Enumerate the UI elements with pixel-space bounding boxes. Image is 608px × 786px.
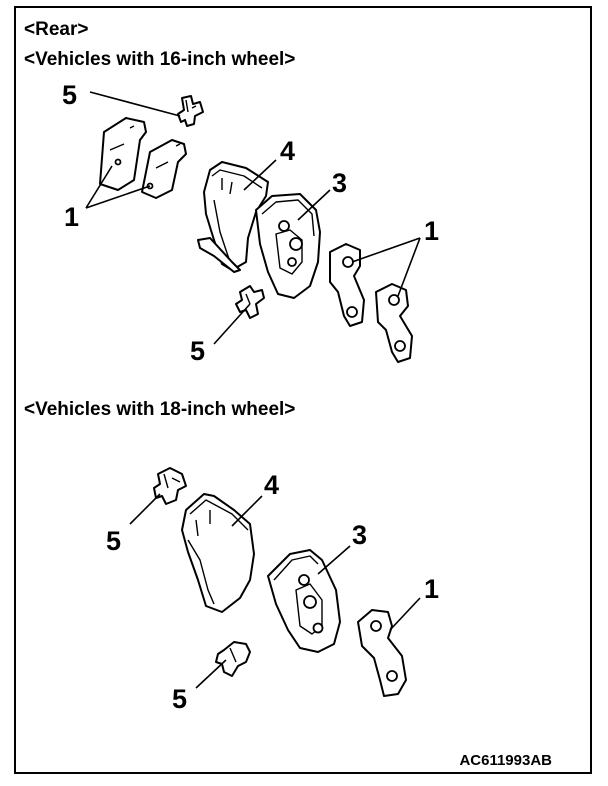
shim-left-back-16 <box>99 117 147 191</box>
leader-5-lower-18 <box>195 659 227 689</box>
callout-5-lower-18: 5 <box>172 684 187 714</box>
leader-5-upper-16 <box>89 91 181 117</box>
leader-3-18 <box>317 545 351 575</box>
callout-5-upper-16: 5 <box>62 80 77 110</box>
callout-1-left-16: 1 <box>64 202 79 232</box>
shim-18 <box>357 609 407 697</box>
callout-3-18: 3 <box>352 520 367 550</box>
brake-pad-inner-16 <box>197 161 269 273</box>
diagram-frame <box>14 6 592 774</box>
brake-pad-inner-18 <box>181 493 255 613</box>
leader-1-left-16 <box>85 165 151 209</box>
heading-16-inch: <Vehicles with 16-inch wheel> <box>24 49 295 70</box>
shim-left-front-16 <box>141 139 187 199</box>
brake-pad-outer-16 <box>255 193 321 299</box>
pad-clip-lower-18 <box>215 641 251 677</box>
callout-1-18: 1 <box>424 574 439 604</box>
callout-1-right-16: 1 <box>424 216 439 246</box>
heading-18-inch: <Vehicles with 18-inch wheel> <box>24 399 295 420</box>
leader-5-lower-16 <box>213 303 251 345</box>
callout-5-upper-18: 5 <box>106 526 121 556</box>
callout-5-lower-16: 5 <box>190 336 205 366</box>
pad-clip-upper-16 <box>177 95 204 127</box>
leader-3-16 <box>297 189 331 221</box>
pad-clip-lower-16 <box>235 285 265 319</box>
shim-right-front-16 <box>375 283 413 363</box>
callout-4-16: 4 <box>280 136 295 166</box>
leader-1-18 <box>389 597 421 631</box>
shim-right-back-16 <box>329 243 365 327</box>
callout-3-16: 3 <box>332 168 347 198</box>
leader-4-18 <box>231 495 263 527</box>
pad-clip-upper-18 <box>153 467 187 505</box>
brake-pad-outer-18 <box>267 549 341 653</box>
leader-5-upper-18 <box>129 493 161 525</box>
heading-rear: <Rear> <box>24 19 88 40</box>
leader-1-right-16 <box>351 237 421 297</box>
figure-code: AC611993AB <box>459 752 552 769</box>
callout-4-18: 4 <box>264 470 279 500</box>
leader-4-16 <box>243 159 277 191</box>
